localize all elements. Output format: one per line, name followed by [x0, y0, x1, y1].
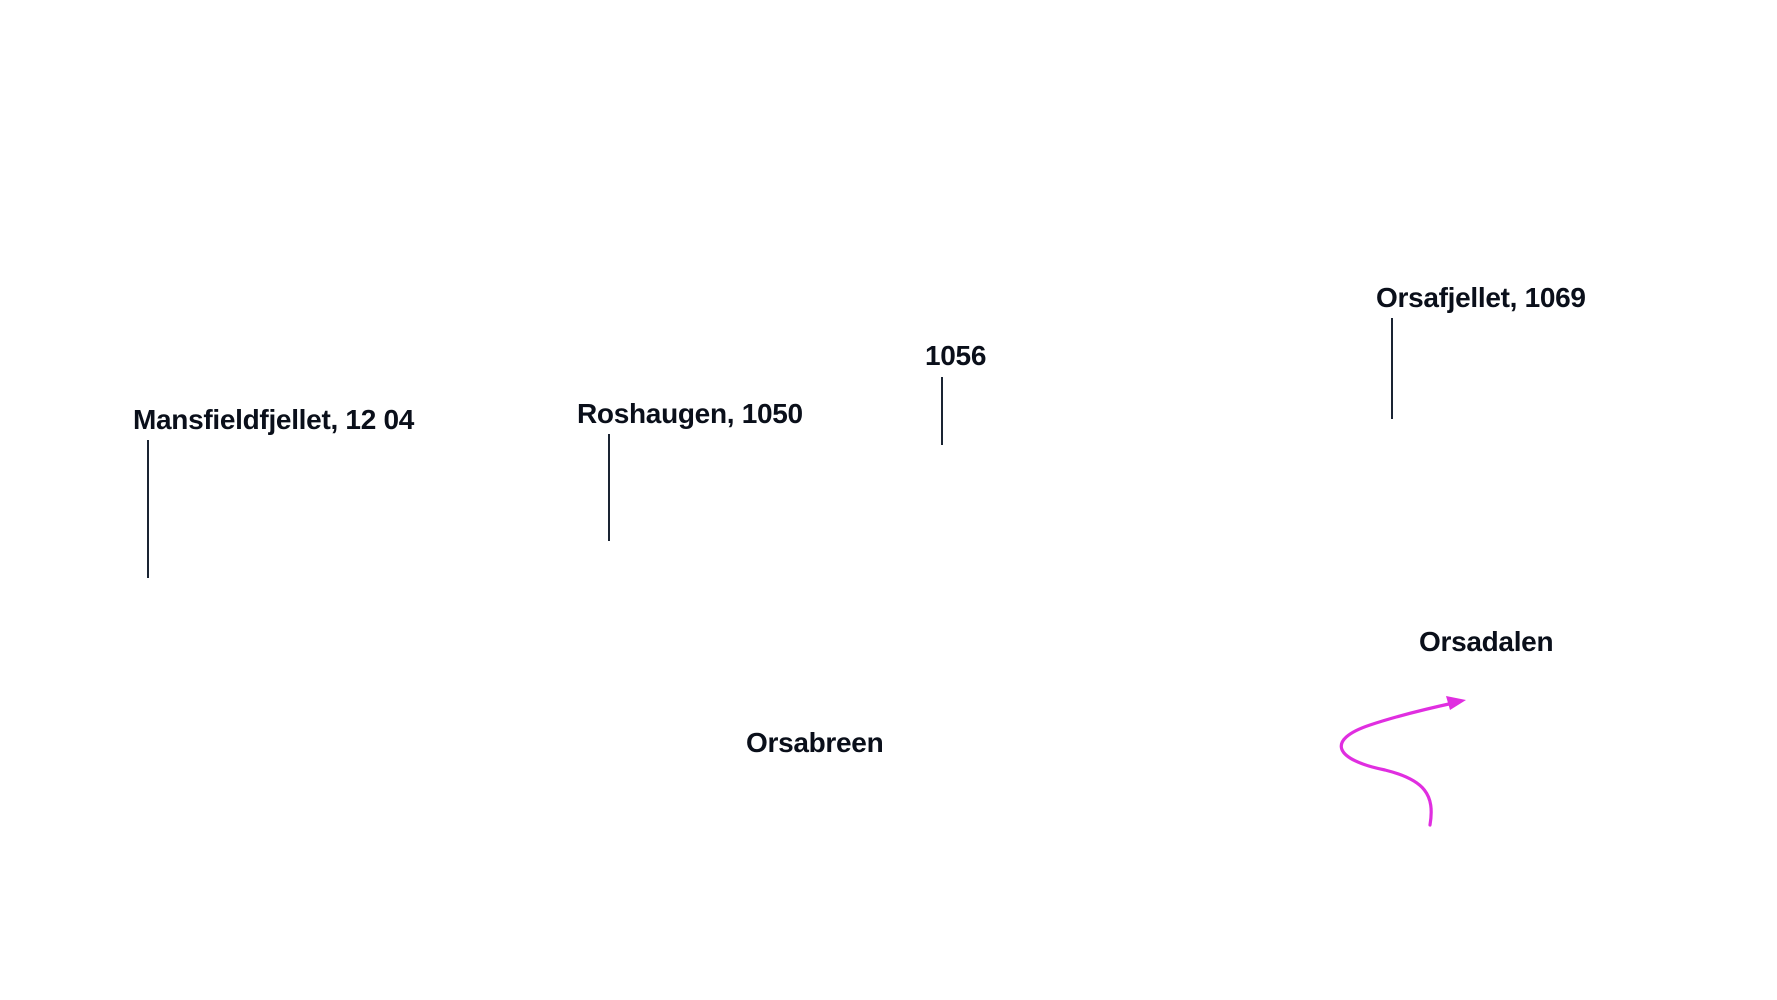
leader-line-roshaugen	[608, 434, 610, 541]
leader-line-1056	[941, 377, 943, 445]
leader-line-mansfieldfjellet	[147, 440, 149, 578]
flow-arrow-head	[1446, 696, 1466, 710]
leader-line-orsafjellet	[1391, 318, 1393, 419]
flow-arrow-icon	[1339, 696, 1466, 827]
place-label-orsabreen: Orsabreen	[746, 727, 884, 758]
peak-label-roshaugen: Roshaugen, 1050	[577, 398, 803, 429]
place-label-orsadalen: Orsadalen	[1419, 626, 1554, 657]
flow-arrow-path	[1339, 700, 1460, 827]
peak-label-1056: 1056	[925, 340, 987, 371]
peak-label-orsafjellet: Orsafjellet, 1069	[1376, 282, 1586, 313]
peak-label-mansfieldfjellet: Mansfieldfjellet, 12 04	[133, 404, 414, 435]
